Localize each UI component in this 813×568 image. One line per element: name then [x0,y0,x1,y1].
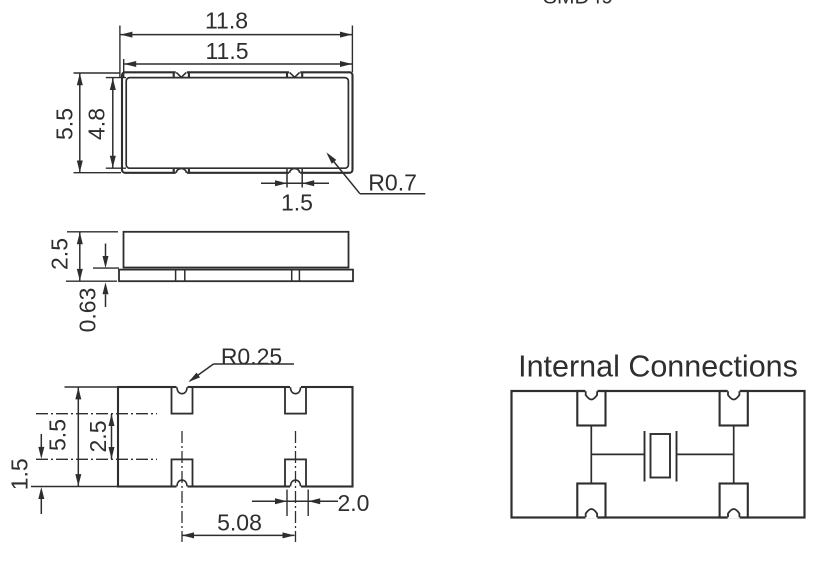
svg-text:0.63: 0.63 [75,288,101,333]
svg-text:2.5: 2.5 [47,238,73,270]
svg-text:5.5: 5.5 [45,419,71,451]
svg-text:11.5: 11.5 [205,38,248,64]
svg-text:5.08: 5.08 [217,509,262,535]
svg-text:4.8: 4.8 [84,108,110,140]
svg-text:R0.7: R0.7 [368,169,417,195]
svg-text:2.0: 2.0 [338,490,370,516]
svg-text:2.5: 2.5 [85,421,111,453]
svg-text:11.8: 11.8 [205,8,248,34]
svg-text:1.5: 1.5 [281,190,313,216]
svg-text:5.5: 5.5 [51,108,77,140]
svg-text:1.5: 1.5 [7,458,33,490]
svg-text:SMD49: SMD49 [543,0,613,9]
svg-text:R0.25: R0.25 [221,344,282,370]
svg-text:Internal Connections: Internal Connections [518,350,798,384]
